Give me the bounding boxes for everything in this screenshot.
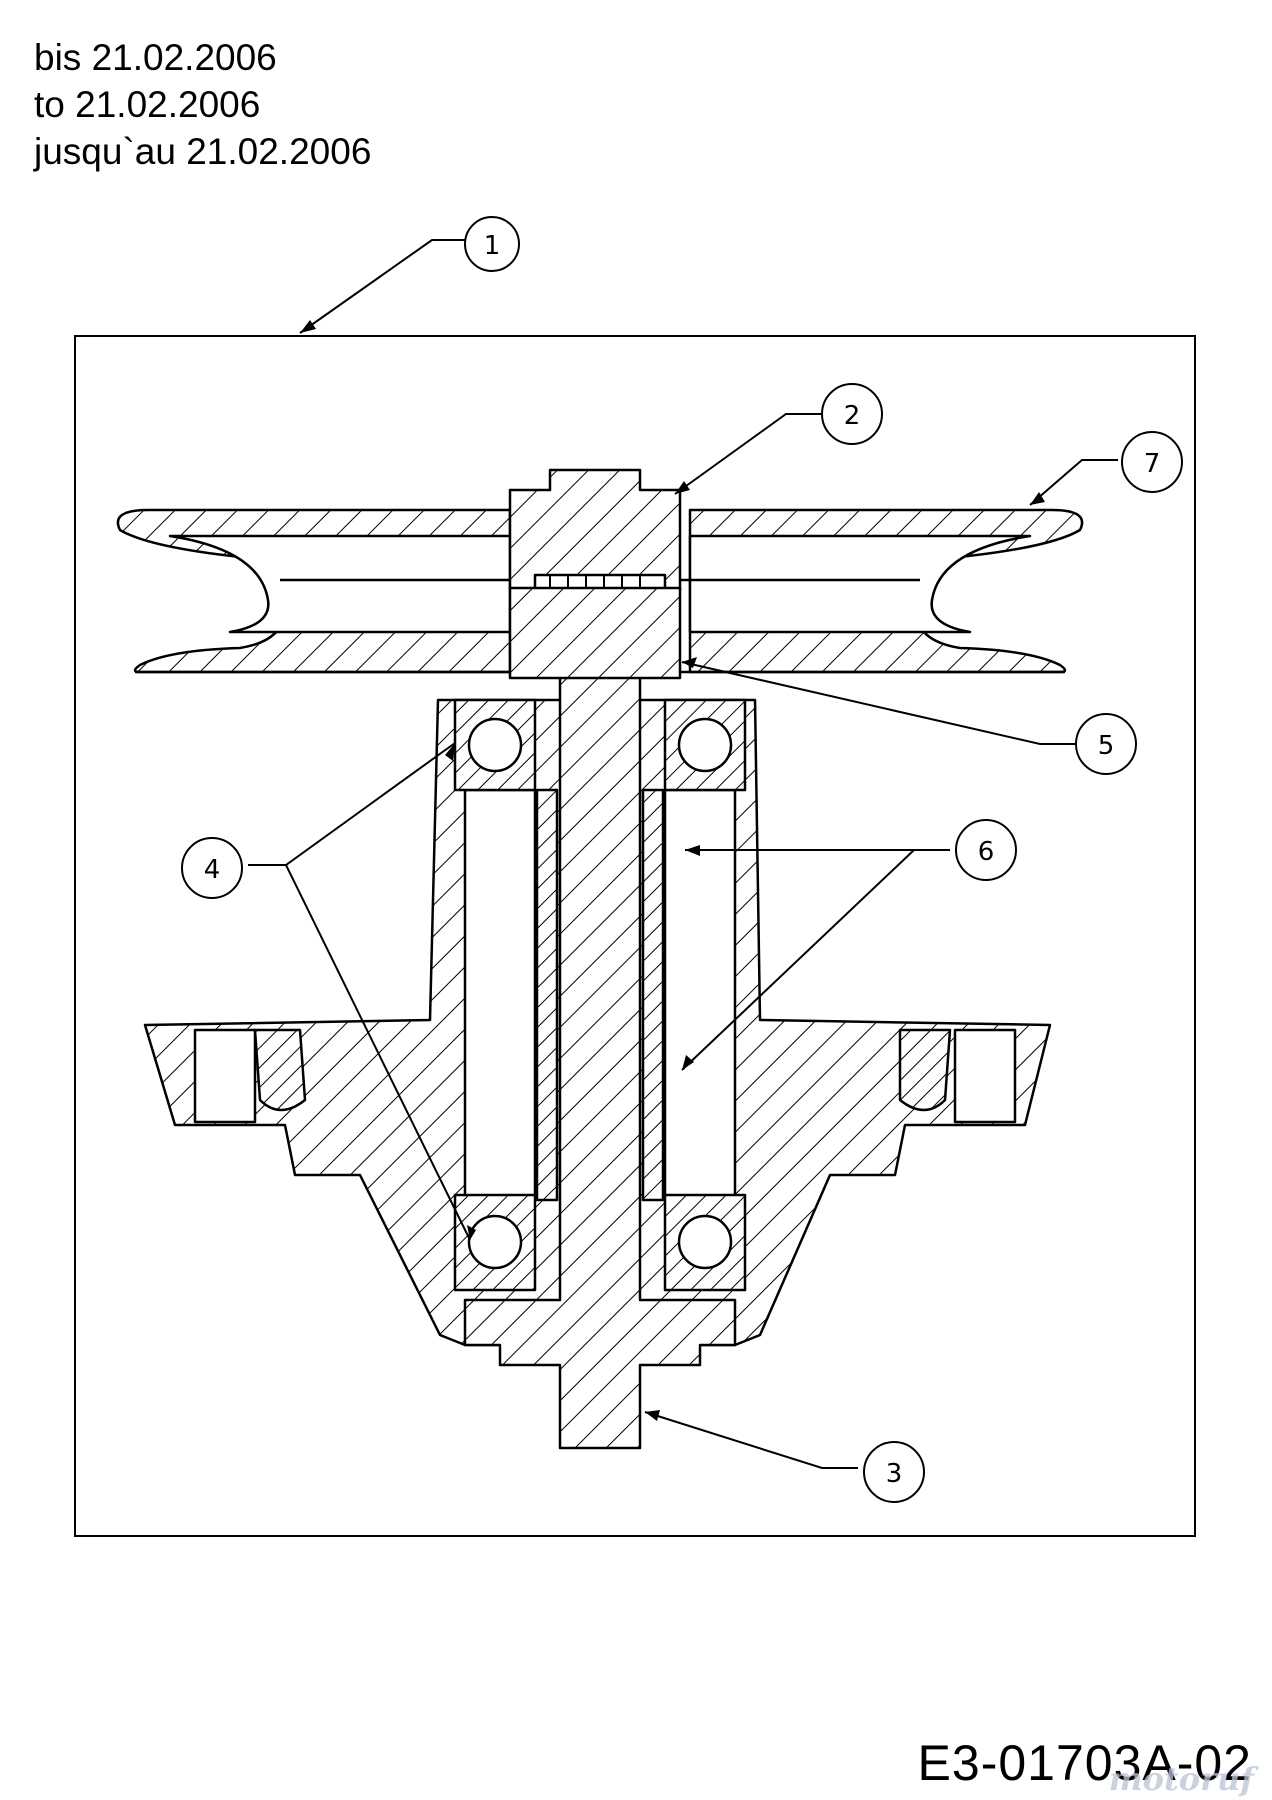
callout-1-label: 1 [484, 231, 501, 261]
date-note-english: to 21.02.2006 [34, 84, 261, 125]
callout-6-label: 6 [978, 837, 995, 867]
left-spacer-tube [535, 788, 559, 1202]
callout-4-label: 4 [204, 855, 221, 885]
callout-2: 2 [821, 383, 883, 445]
left-inner-cavity [463, 788, 537, 1202]
watermark-logo: motoruf [1108, 1760, 1254, 1798]
lower-left-ball [467, 1214, 523, 1270]
date-note: bis 21.02.2006 to 21.02.2006 jusqu`au 21… [34, 34, 371, 175]
callout-3-label: 3 [886, 1459, 903, 1489]
callout-5: 5 [1075, 713, 1137, 775]
spindle-shaft [463, 468, 737, 1450]
leader-arrowheads [300, 320, 1045, 1421]
shaft-collar [508, 586, 682, 680]
callout-3: 3 [863, 1441, 925, 1503]
upper-right-ball [677, 717, 733, 773]
callout-5-label: 5 [1098, 731, 1115, 761]
upper-left-ball [467, 717, 523, 773]
right-bolt-recess [898, 1028, 952, 1112]
hub-nut [508, 468, 682, 592]
left-bolt-recess [253, 1028, 307, 1112]
callout-7-label: 7 [1144, 449, 1161, 479]
callout-4: 4 [181, 837, 243, 899]
date-note-german: bis 21.02.2006 [34, 37, 277, 78]
callout-2-label: 2 [844, 401, 861, 431]
left-bolt-bore [193, 1028, 257, 1124]
assembly-frame [74, 335, 1196, 1537]
right-spacer-tube [641, 788, 665, 1202]
pulley-right-groove [688, 534, 1032, 634]
right-bolt-bore [953, 1028, 1017, 1124]
callout-1: 1 [464, 216, 520, 272]
lower-right-ball [677, 1214, 733, 1270]
drawing-code: E3-01703A-02 [917, 1735, 1252, 1791]
callout-6: 6 [955, 819, 1017, 881]
pulley-left-groove [168, 534, 512, 634]
date-note-french: jusqu`au 21.02.2006 [34, 131, 372, 172]
shaft-body [463, 588, 737, 1450]
pulley [116, 508, 1084, 674]
leader-lines [248, 239, 1118, 1469]
callout-7: 7 [1121, 431, 1183, 493]
